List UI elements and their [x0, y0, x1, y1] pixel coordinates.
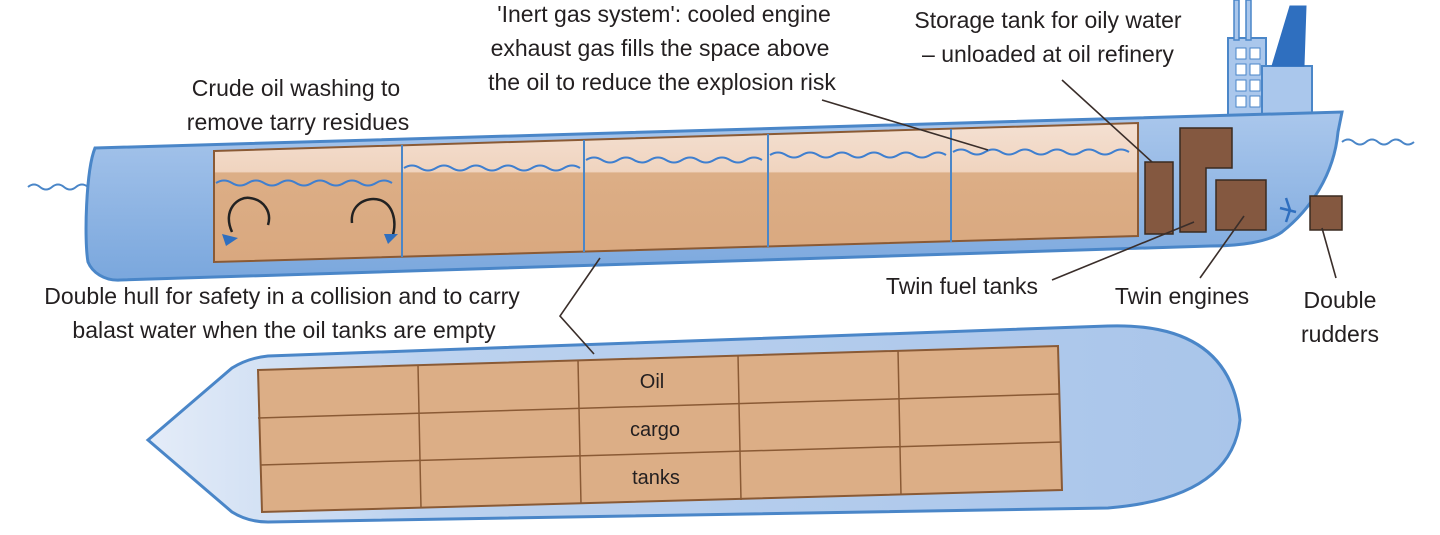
- cargo-label-tanks: tanks: [632, 467, 680, 489]
- window: [1235, 79, 1247, 92]
- window: [1235, 95, 1247, 108]
- rudders-line-1: Double: [1304, 287, 1377, 313]
- engine-block: [1215, 179, 1267, 231]
- label-twin-engines: Twin engines: [1115, 283, 1249, 309]
- sea-right: [1341, 138, 1415, 146]
- arrow-head-left: [222, 234, 238, 246]
- label-twin-fuel-tanks: Twin fuel tanks: [886, 273, 1038, 299]
- window: [1235, 63, 1247, 76]
- window: [1249, 47, 1261, 60]
- window: [1235, 47, 1247, 60]
- arrow-head-right: [384, 234, 398, 244]
- inert-gas-line-3: the oil to reduce the explosion risk: [488, 69, 836, 95]
- cargo-label-oil: Oil: [640, 371, 664, 393]
- oil-surface-wave: [215, 148, 1130, 187]
- storage-tank-block: [1144, 161, 1174, 235]
- cargo-label-cargo: cargo: [630, 419, 680, 441]
- machinery: [1144, 127, 1343, 235]
- rudders-line-2: rudders: [1301, 321, 1379, 347]
- window: [1249, 95, 1261, 108]
- storage-line-2: – unloaded at oil refinery: [922, 41, 1174, 67]
- propeller-icon: [1279, 197, 1297, 223]
- washing-line-1: Crude oil washing to: [192, 75, 400, 101]
- inert-gas-line-2: exhaust gas fills the space above: [491, 35, 830, 61]
- window: [1249, 79, 1261, 92]
- label-double-hull: Double hull for safety in a collision an…: [44, 283, 520, 343]
- label-double-rudders: Double rudders: [1301, 287, 1379, 347]
- washing-arrows: [227, 196, 396, 239]
- cargo-tanks-elevation: [213, 121, 1139, 264]
- washing-line-2: remove tarry residues: [187, 109, 409, 135]
- window: [1249, 63, 1261, 76]
- label-crude-oil-washing: Crude oil washing to remove tarry residu…: [187, 75, 409, 135]
- leader-lines: [558, 79, 1337, 355]
- storage-line-1: Storage tank for oily water: [914, 7, 1182, 33]
- inert-gas-line-1: 'Inert gas system': cooled engine: [497, 1, 831, 27]
- rudder-block: [1309, 195, 1343, 231]
- double-hull-line-2: balast water when the oil tanks are empt…: [72, 317, 496, 343]
- cargo-tanks-plan: Oil cargo tanks: [256, 344, 1064, 514]
- fuel-tank-block: [1179, 127, 1233, 233]
- label-inert-gas: 'Inert gas system': cooled engine exhaus…: [488, 1, 836, 95]
- superstructure: [1227, 0, 1313, 119]
- double-hull-line-1: Double hull for safety in a collision an…: [44, 283, 520, 309]
- label-storage-tank: Storage tank for oily water – unloaded a…: [914, 7, 1182, 67]
